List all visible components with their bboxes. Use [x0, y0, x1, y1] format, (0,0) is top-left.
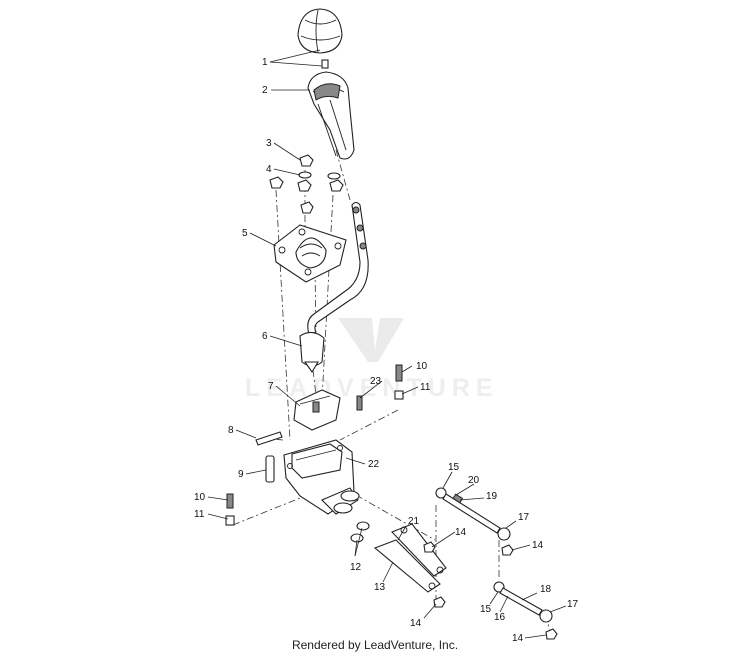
boot-base-plate — [273, 224, 347, 283]
callout-17-a: 17 — [518, 512, 530, 523]
callout-4: 4 — [266, 164, 272, 175]
bolts-spacers — [225, 364, 404, 526]
callout-15-b: 15 — [480, 604, 492, 615]
set-screw — [321, 59, 329, 69]
callout-3: 3 — [266, 138, 272, 149]
leader-lines — [207, 49, 567, 639]
callout-21: 21 — [408, 516, 420, 527]
callout-15-a: 15 — [448, 462, 460, 473]
callout-11-lower: 11 — [194, 509, 205, 520]
shift-boot — [307, 71, 355, 160]
callout-14-a: 14 — [455, 527, 467, 538]
callout-6: 6 — [262, 331, 268, 342]
lock-nuts — [423, 541, 558, 640]
footer-credit: Rendered by LeadVenture, Inc. — [291, 638, 459, 652]
shift-knob — [297, 8, 343, 54]
boot-nuts — [269, 154, 344, 214]
callout-18: 18 — [540, 584, 552, 595]
callout-13: 13 — [374, 582, 386, 593]
callout-20: 20 — [468, 475, 480, 486]
callout-12: 12 — [350, 562, 362, 573]
washers — [350, 521, 370, 543]
watermark-logo: LEADVENTURE — [245, 318, 499, 402]
callout-16: 16 — [494, 612, 506, 623]
callout-10-upper: 10 — [416, 361, 428, 372]
shift-lever — [299, 201, 369, 374]
shifter-housing — [283, 439, 360, 515]
shift-gate — [293, 389, 341, 431]
callout-2: 2 — [262, 85, 268, 96]
callout-14-b: 14 — [410, 618, 422, 629]
callout-8: 8 — [228, 425, 234, 436]
callout-23: 23 — [370, 376, 382, 387]
callout-9: 9 — [238, 469, 244, 480]
linkage-levers — [373, 523, 447, 593]
watermark-text: LEADVENTURE — [245, 374, 499, 402]
callout-7: 7 — [268, 381, 274, 392]
callout-11-upper: 11 — [420, 382, 431, 393]
callout-14-c: 14 — [532, 540, 544, 551]
callout-1: 1 — [262, 57, 268, 68]
callout-17-b: 17 — [567, 599, 579, 610]
callout-22: 22 — [368, 459, 380, 470]
callout-10-lower: 10 — [194, 492, 206, 503]
callouts: 1 2 3 4 5 6 7 8 9 10 10 11 11 12 13 14 1… — [194, 57, 579, 644]
callout-14-d: 14 — [512, 633, 524, 644]
tie-rods — [435, 487, 553, 623]
roll-pins — [255, 431, 283, 483]
callout-19: 19 — [486, 491, 498, 502]
callout-5: 5 — [242, 228, 248, 239]
